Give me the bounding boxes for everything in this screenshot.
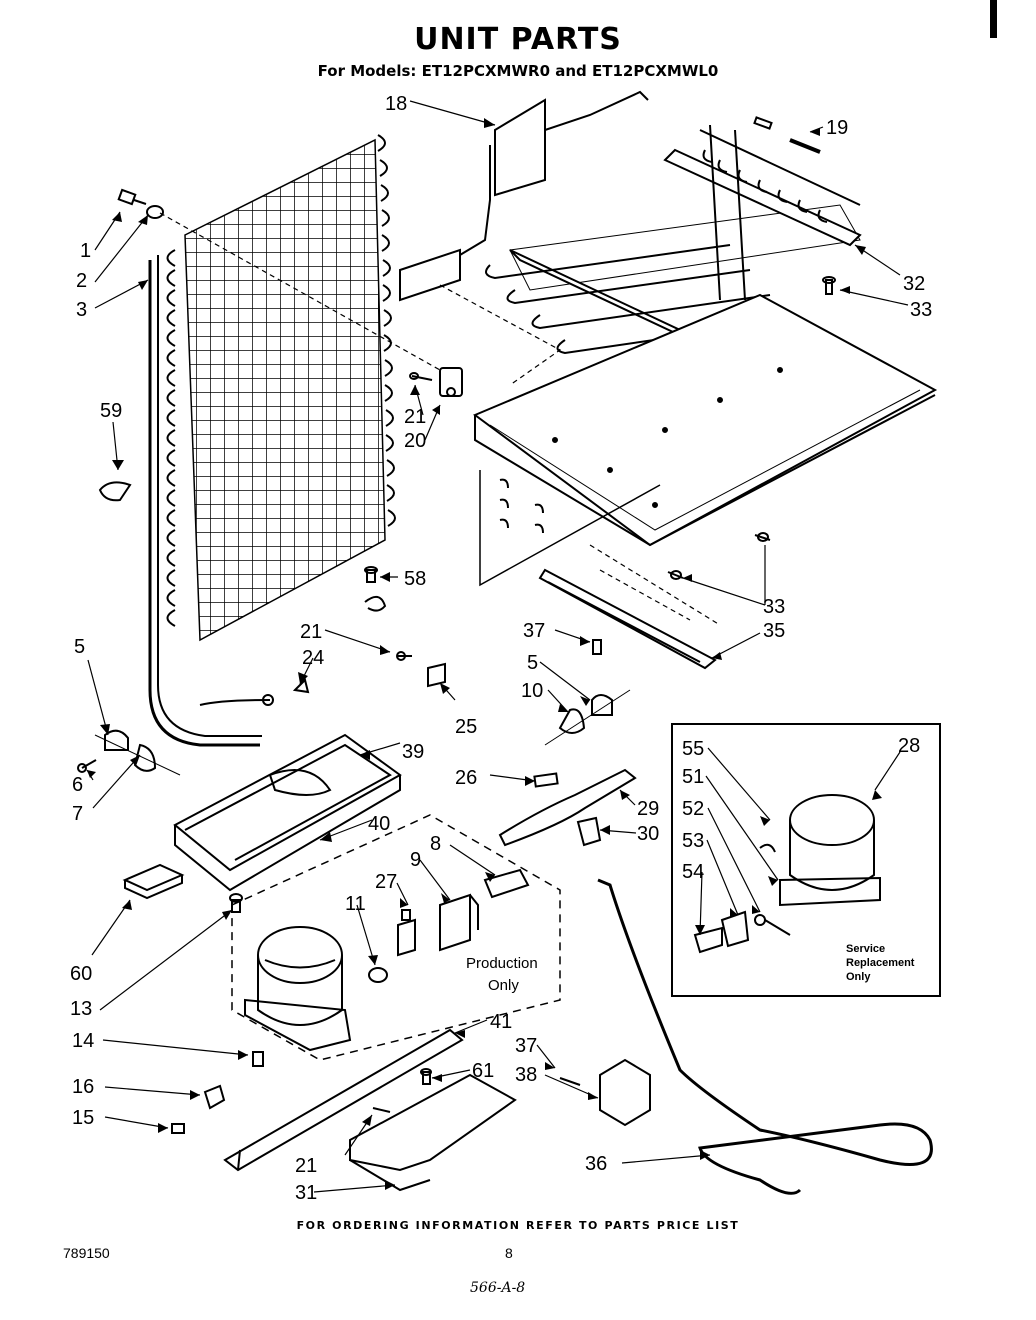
callout-3: 3 <box>76 299 87 321</box>
callout-10: 10 <box>521 680 543 702</box>
callout-13: 13 <box>70 998 92 1020</box>
handwritten-note: 566-A-8 <box>470 1280 526 1296</box>
callout-14: 14 <box>72 1030 94 1052</box>
callout-21b: 21 <box>300 621 322 643</box>
callout-53: 53 <box>682 830 704 852</box>
callout-5a: 5 <box>74 636 85 658</box>
screw-part-58 <box>364 566 387 612</box>
compressor-assembly <box>229 893 352 1067</box>
clip-part-59 <box>98 481 132 502</box>
callout-labels: 1 2 3 18 19 32 33 59 21 20 58 33 35 21 2… <box>70 93 932 1204</box>
callout-11: 11 <box>345 893 366 915</box>
callout-33a: 33 <box>910 299 932 321</box>
callout-24: 24 <box>302 647 324 669</box>
callout-39: 39 <box>402 741 424 763</box>
production-note-line2: Only <box>488 977 519 994</box>
callout-1: 1 <box>80 240 91 262</box>
callout-37a: 37 <box>523 620 545 642</box>
ordering-footer: FOR ORDERING INFORMATION REFER TO PARTS … <box>296 1219 740 1232</box>
screw-part-1 <box>117 188 441 371</box>
callout-35: 35 <box>763 620 785 642</box>
screws-part-33 <box>667 532 771 580</box>
callout-30: 30 <box>637 823 659 845</box>
callout-55: 55 <box>682 738 704 760</box>
page-subtitle: For Models: ET12PCXMWR0 and ET12PCXMWL0 <box>317 62 719 80</box>
service-note-line2: Replacement <box>846 957 915 969</box>
bracket-part-35 <box>538 568 717 670</box>
document-number: 789150 <box>63 1245 110 1261</box>
callout-32: 32 <box>903 273 925 295</box>
page-number: 8 <box>505 1245 513 1261</box>
callout-33b: 33 <box>763 596 785 618</box>
callout-61: 61 <box>472 1060 494 1082</box>
callout-20: 20 <box>404 430 426 452</box>
service-note-line3: Only <box>846 971 871 983</box>
page-title: UNIT PARTS <box>414 22 622 57</box>
callout-54: 54 <box>682 861 704 883</box>
clamp-part-5-7 <box>77 729 181 776</box>
production-note-line1: Production <box>466 955 538 972</box>
relay-parts-8-9-11-27 <box>368 868 530 983</box>
callout-51: 51 <box>682 766 704 788</box>
callout-37b: 37 <box>515 1035 537 1057</box>
callout-18: 18 <box>385 93 407 115</box>
drain-pan-part-39 <box>173 733 402 892</box>
callout-19: 19 <box>826 117 848 139</box>
page-edge-mark <box>990 0 997 38</box>
diagram-notes: Production Only Service Replacement Only <box>466 943 915 994</box>
callout-21c: 21 <box>295 1155 317 1177</box>
callout-28: 28 <box>898 735 920 757</box>
callout-41: 41 <box>490 1011 512 1033</box>
drain-trough-part-18 <box>399 90 649 302</box>
callout-5b: 5 <box>527 652 538 674</box>
callout-38: 38 <box>515 1064 537 1086</box>
callout-36: 36 <box>585 1153 607 1175</box>
service-replacement-box <box>671 723 941 997</box>
callout-29: 29 <box>637 798 659 820</box>
callout-27: 27 <box>375 871 397 893</box>
callout-26: 26 <box>455 767 477 789</box>
callout-40: 40 <box>368 813 390 835</box>
clip-part-16 <box>171 1084 226 1134</box>
pad-part-60 <box>122 863 185 900</box>
evaporator-assembly <box>485 116 862 355</box>
service-note-line1: Service <box>846 943 885 955</box>
thermostat-part-20 <box>409 367 463 397</box>
clamp-part-5-10 <box>544 639 631 746</box>
callout-6: 6 <box>72 774 83 796</box>
callout-52: 52 <box>682 798 704 820</box>
drier-part-29 <box>498 768 637 847</box>
clip-part-25 <box>292 651 446 694</box>
callout-2: 2 <box>76 270 87 292</box>
callout-21a: 21 <box>404 406 426 428</box>
arrowheads <box>87 118 882 1190</box>
callout-9: 9 <box>410 849 421 871</box>
callout-15: 15 <box>72 1107 94 1129</box>
base-rail-parts <box>223 1028 651 1192</box>
callout-31: 31 <box>295 1182 317 1204</box>
callout-58: 58 <box>404 568 426 590</box>
callout-7: 7 <box>72 803 83 825</box>
condenser-coil <box>148 134 396 747</box>
callout-59: 59 <box>100 400 122 422</box>
production-only-outline <box>231 814 561 1061</box>
callout-16: 16 <box>72 1076 94 1098</box>
tube-part-36 <box>597 878 933 1195</box>
callout-25: 25 <box>455 716 477 738</box>
shelf-liner <box>472 293 938 587</box>
dashed-leaders <box>439 284 721 626</box>
callout-60: 60 <box>70 963 92 985</box>
callout-8: 8 <box>430 833 441 855</box>
